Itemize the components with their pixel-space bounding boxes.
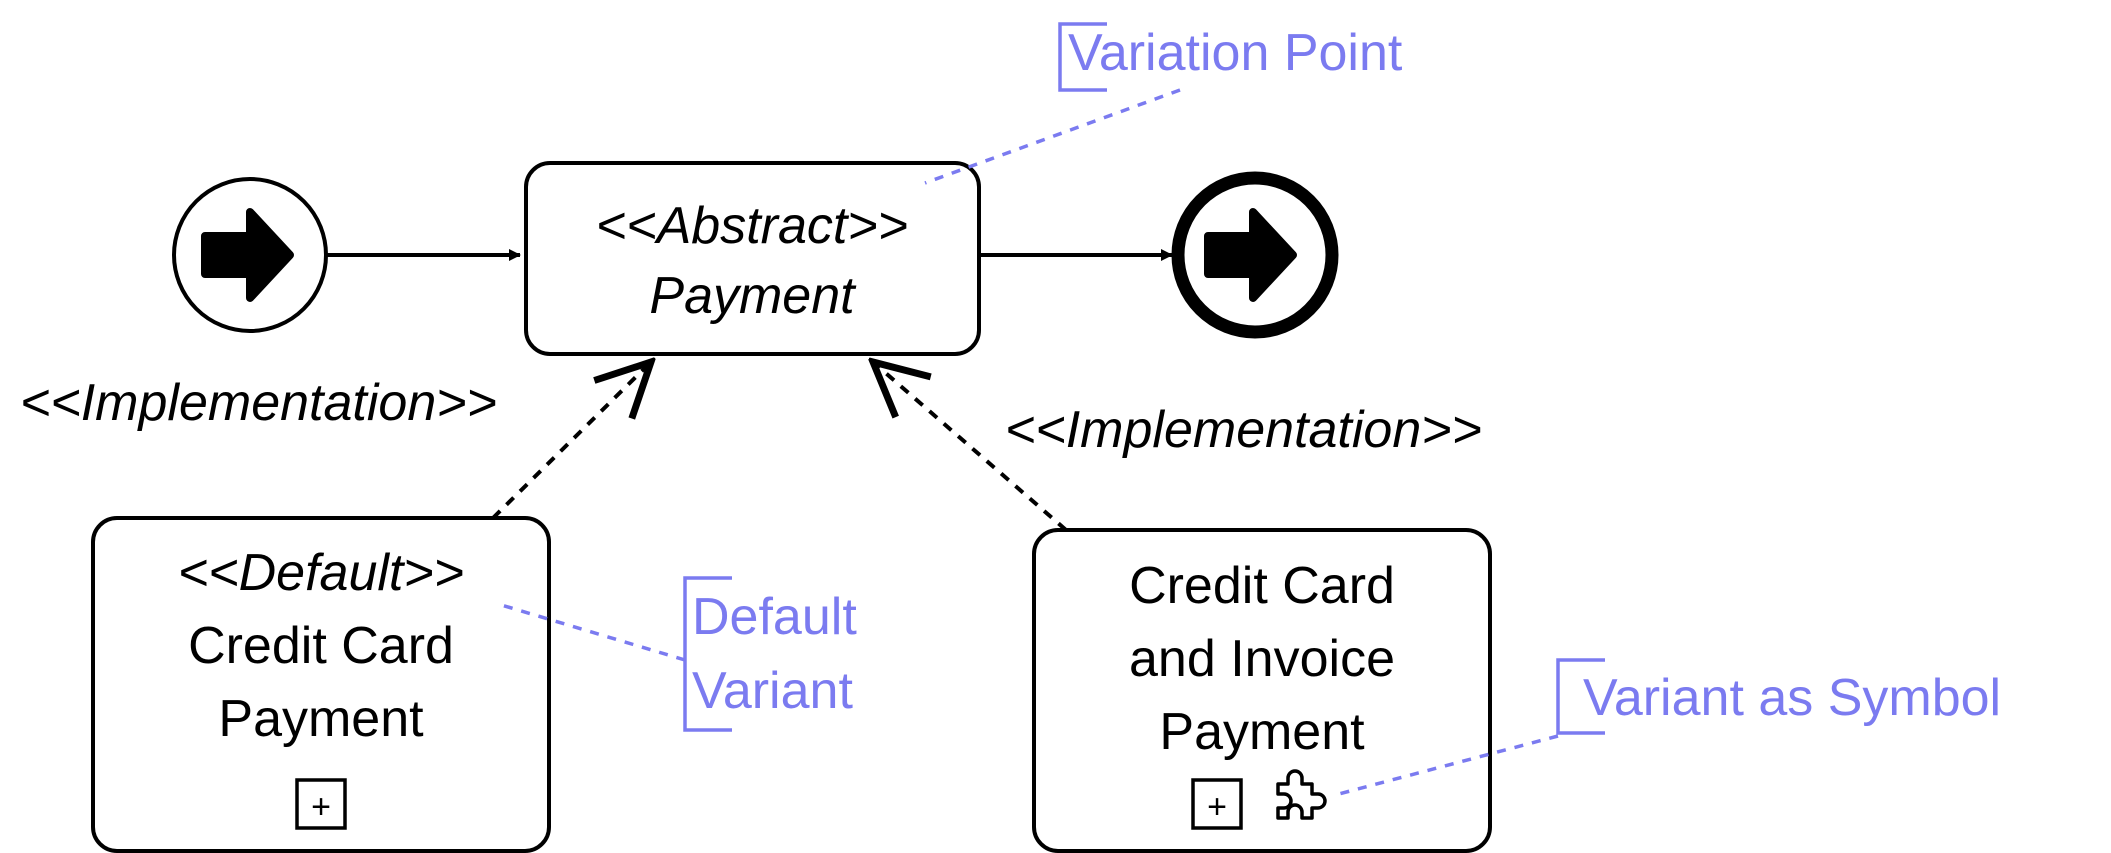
variant-task-line3: Payment bbox=[1159, 703, 1365, 761]
variant-task-line1: Credit Card bbox=[1129, 557, 1395, 615]
annotation-default-variant: Default Variant bbox=[497, 576, 857, 732]
puzzle-icon bbox=[1276, 769, 1327, 820]
svg-text:Variant as Symbol: Variant as Symbol bbox=[1583, 669, 2001, 727]
svg-text:Variation Point: Variation Point bbox=[1068, 24, 1403, 82]
default-task-line2: Payment bbox=[218, 690, 424, 748]
default-stereotype: <<Default>> bbox=[178, 544, 464, 602]
annotation-variant-symbol: Variant as Symbol bbox=[1334, 658, 2001, 797]
svg-text:+: + bbox=[1207, 788, 1227, 826]
annotation-variation-point: Variation Point bbox=[924, 22, 1403, 185]
credit-card-invoice-task[interactable]: Credit Card and Invoice Payment + bbox=[1032, 528, 1492, 853]
abstract-task-name: Payment bbox=[649, 267, 857, 325]
implementation-relation-right bbox=[873, 362, 1068, 532]
start-event[interactable] bbox=[172, 177, 328, 333]
start-event-arrow-icon bbox=[201, 208, 294, 302]
default-task-line1: Credit Card bbox=[188, 617, 454, 675]
subprocess-marker-icon[interactable]: + bbox=[1191, 778, 1243, 830]
subprocess-marker-icon[interactable]: + bbox=[295, 778, 347, 830]
svg-text:+: + bbox=[311, 788, 331, 826]
variant-task-line2: and Invoice bbox=[1129, 630, 1395, 688]
implementation-relation-left bbox=[491, 362, 651, 520]
implementation-label-right: <<Implementation>> bbox=[1005, 401, 1482, 459]
end-event[interactable] bbox=[1171, 171, 1339, 339]
default-credit-card-task[interactable]: <<Default>> Credit Card Payment + bbox=[91, 516, 551, 853]
svg-text:Variant: Variant bbox=[692, 662, 853, 720]
abstract-stereotype: <<Abstract>> bbox=[596, 197, 908, 255]
abstract-payment-task[interactable]: <<Abstract>> Payment bbox=[524, 161, 981, 356]
end-event-arrow-icon bbox=[1204, 208, 1297, 302]
implementation-label-left: <<Implementation>> bbox=[20, 374, 497, 432]
svg-text:Default: Default bbox=[692, 588, 857, 646]
